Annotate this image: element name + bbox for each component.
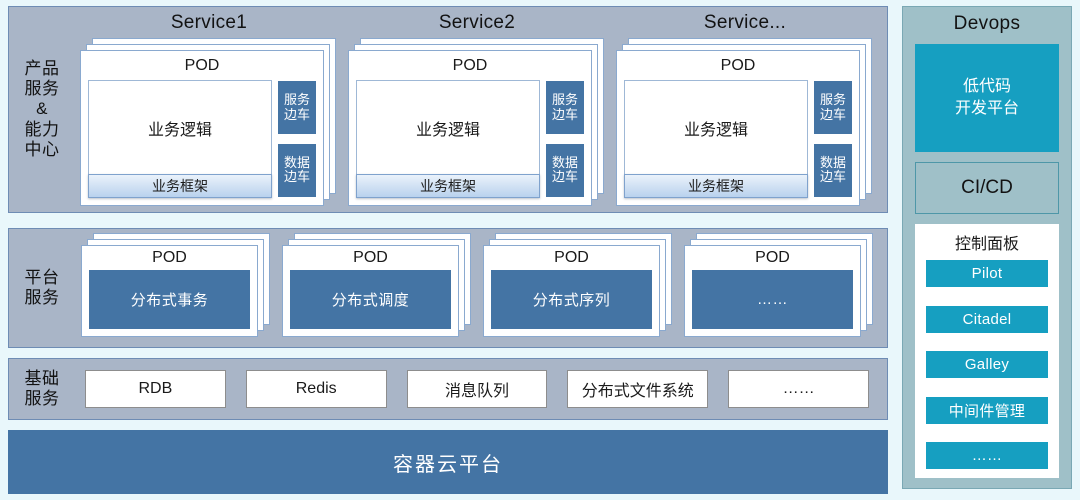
control-panel-item-pilot[interactable]: Pilot	[926, 260, 1048, 287]
business-framework-bar: 业务框架	[356, 174, 540, 198]
pod-stack: POD 业务逻辑 业务框架 服务 边车 数据 边车	[80, 38, 336, 206]
container-cloud-platform-bar: 容器云平台	[8, 430, 888, 494]
platform-pod-stack: POD 分布式事务	[81, 233, 270, 337]
infra-item-rdb[interactable]: RDB	[85, 370, 226, 408]
sidecar-group: 服务 边车 数据 边车	[814, 80, 852, 198]
infrastructure-services-row-label: 基础 服务	[24, 368, 60, 408]
platform-pod-stack: POD ……	[684, 233, 873, 337]
pod-inner: 业务逻辑 业务框架 服务 边车 数据 边车	[624, 80, 852, 198]
infra-item-more[interactable]: ……	[728, 370, 869, 408]
platform-pod-title: POD	[554, 249, 589, 266]
business-logic-box: 业务逻辑	[683, 121, 748, 139]
infrastructure-services-row: 基础 服务 RDB Redis 消息队列 分布式文件系统 ……	[8, 358, 888, 420]
platform-pod-body: 分布式序列	[491, 270, 652, 329]
infra-item-message-queue[interactable]: 消息队列	[406, 370, 548, 408]
infra-item-redis[interactable]: Redis	[245, 370, 387, 408]
pod-stack: POD 业务逻辑 业务框架 服务 边车 数据 边车	[616, 38, 872, 206]
pod-card[interactable]: POD 业务逻辑 业务框架 服务 边车 数据 边车	[616, 50, 860, 206]
business-column: 业务逻辑 业务框架	[356, 80, 540, 198]
data-sidecar-box: 数据 边车	[814, 143, 852, 197]
main-stack: 产品 服务 & 能力 中心 Service1 POD 业务逻辑 业务框架	[8, 6, 888, 496]
business-logic-box: 业务逻辑	[415, 121, 480, 139]
services-row: 产品 服务 & 能力 中心 Service1 POD 业务逻辑 业务框架	[8, 6, 888, 213]
platform-pod-body: 分布式事务	[89, 270, 250, 329]
sidecar-group: 服务 边车 数据 边车	[278, 80, 316, 198]
pod-card[interactable]: POD 业务逻辑 业务框架 服务 边车 数据 边车	[80, 50, 324, 206]
control-panel-item-middleware-management[interactable]: 中间件管理	[926, 396, 1048, 424]
platform-pod-title: POD	[755, 249, 790, 266]
platform-pod-card[interactable]: POD 分布式调度	[282, 245, 459, 337]
platform-services-row: 平台 服务 POD 分布式事务 POD 分布式调度	[8, 228, 888, 348]
control-panel-title: 控制面板	[954, 236, 1019, 253]
service-title: Service...	[703, 12, 787, 33]
service-column[interactable]: Service2 POD 业务逻辑 业务框架	[348, 11, 606, 206]
platform-pod-title: POD	[353, 249, 388, 266]
sidecar-group: 服务 边车 数据 边车	[546, 80, 584, 198]
platform-services-row-label: 平台 服务	[24, 267, 60, 307]
service-column[interactable]: Service1 POD 业务逻辑 业务框架	[80, 11, 338, 206]
service-sidecar-box: 服务 边车	[814, 81, 852, 135]
platform-pod-stack: POD 分布式调度	[282, 233, 471, 337]
pod-title: POD	[720, 57, 756, 74]
business-framework-bar: 业务框架	[624, 174, 808, 198]
data-sidecar-box: 数据 边车	[546, 143, 584, 197]
service-sidecar-box: 服务 边车	[278, 81, 316, 135]
infrastructure-services-row-body: RDB Redis 消息队列 分布式文件系统 ……	[75, 359, 887, 419]
service-title: Service1	[170, 12, 248, 33]
data-sidecar-box: 数据 边车	[278, 143, 316, 197]
pod-inner: 业务逻辑 业务框架 服务 边车 数据 边车	[356, 80, 584, 198]
cicd-box[interactable]: CI/CD	[915, 162, 1059, 214]
service-sidecar-box: 服务 边车	[546, 81, 584, 135]
platform-pod-card[interactable]: POD 分布式序列	[483, 245, 660, 337]
control-panel-list: Pilot Citadel Galley 中间件管理 ……	[926, 260, 1048, 469]
pod-inner: 业务逻辑 业务框架 服务 边车 数据 边车	[88, 80, 316, 198]
service-title: Service2	[438, 12, 516, 33]
platform-pod-title: POD	[152, 249, 187, 266]
infra-item-distributed-file-system[interactable]: 分布式文件系统	[567, 370, 709, 408]
platform-pod-body: 分布式调度	[290, 270, 451, 329]
control-panel-item-citadel[interactable]: Citadel	[926, 305, 1048, 333]
pod-card[interactable]: POD 业务逻辑 业务框架 服务 边车 数据 边车	[348, 50, 592, 206]
business-framework-bar: 业务框架	[88, 174, 272, 198]
service-column[interactable]: Service... POD 业务逻辑 业务框架	[616, 11, 874, 206]
control-panel: 控制面板 Pilot Citadel Galley 中间件管理 ……	[915, 224, 1059, 478]
services-row-label: 产品 服务 & 能力 中心	[24, 59, 60, 159]
services-row-body: Service1 POD 业务逻辑 业务框架	[75, 7, 887, 212]
business-column: 业务逻辑 业务框架	[624, 80, 808, 198]
devops-panel: Devops 低代码 开发平台 CI/CD 控制面板 Pilot Citadel…	[902, 6, 1072, 489]
platform-pod-card[interactable]: POD 分布式事务	[81, 245, 258, 337]
platform-pod-body: ……	[692, 270, 853, 329]
devops-title: Devops	[953, 13, 1021, 34]
business-logic-box: 业务逻辑	[147, 121, 212, 139]
pod-title: POD	[184, 57, 220, 74]
control-panel-item-more[interactable]: ……	[926, 442, 1048, 469]
platform-pod-card[interactable]: POD ……	[684, 245, 861, 337]
platform-pod-stack: POD 分布式序列	[483, 233, 672, 337]
business-column: 业务逻辑 业务框架	[88, 80, 272, 198]
platform-services-row-body: POD 分布式事务 POD 分布式调度 POD	[75, 229, 887, 347]
pod-title: POD	[452, 57, 488, 74]
control-panel-item-galley[interactable]: Galley	[926, 351, 1048, 378]
pod-stack: POD 业务逻辑 业务框架 服务 边车 数据 边车	[348, 38, 604, 206]
lowcode-platform-box[interactable]: 低代码 开发平台	[915, 44, 1059, 152]
